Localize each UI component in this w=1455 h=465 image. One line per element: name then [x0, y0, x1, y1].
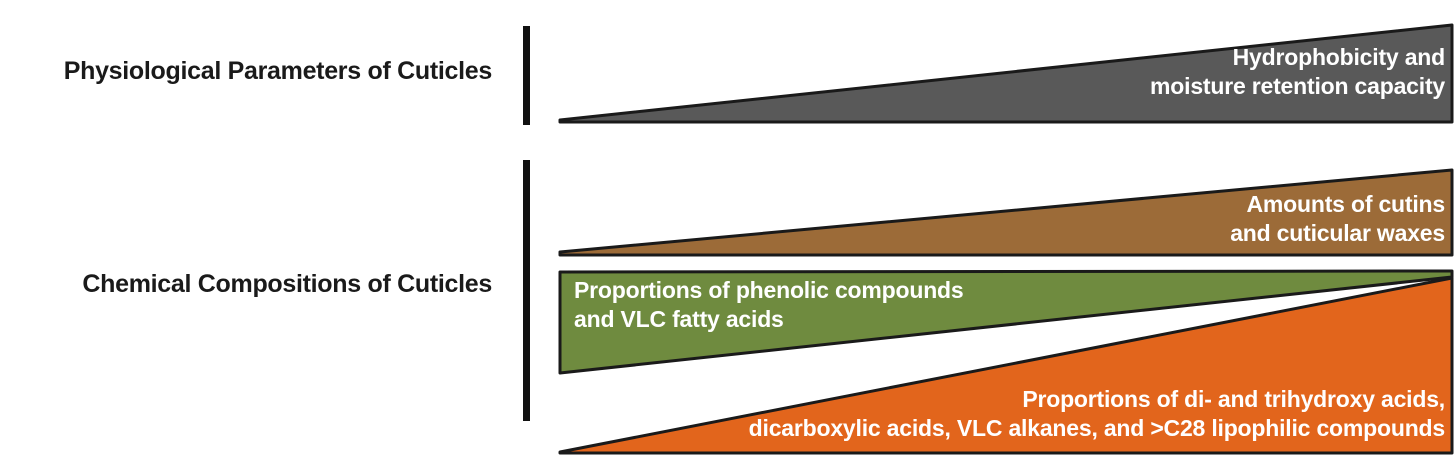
section-label-physiological: Physiological Parameters of Cuticles: [63, 57, 493, 85]
brown-wedge-label: Amounts of cutins and cuticular waxes: [1230, 190, 1445, 249]
orange-wedge-label: Proportions of di- and trihydroxy acids,…: [748, 385, 1446, 444]
orange-wedge-label-line1: Proportions of di- and trihydroxy acids,: [1022, 386, 1445, 412]
green-wedge-label-line2: and VLC fatty acids: [574, 306, 784, 333]
green-wedge-label: Proportions of phenolic compounds and VL…: [574, 276, 964, 335]
gray-wedge-label-line1: Hydrophobicity and: [1232, 44, 1446, 70]
brown-wedge-label-line1: Amounts of cutins: [1246, 191, 1446, 217]
section-label-chemical: Chemical Compositions of Cuticles: [82, 270, 492, 298]
orange-wedge-label-line2: dicarboxylic acids, VLC alkanes, and >C2…: [748, 415, 1446, 442]
gray-wedge-label-line2: moisture retention capacity: [1150, 73, 1445, 100]
green-wedge-label-line1: Proportions of phenolic compounds: [574, 277, 964, 303]
brown-wedge-label-line2: and cuticular waxes: [1230, 220, 1445, 247]
divider-bar-top: [523, 26, 530, 125]
gray-wedge-label: Hydrophobicity and moisture retention ca…: [1150, 43, 1445, 102]
divider-bar-bottom: [523, 160, 530, 421]
